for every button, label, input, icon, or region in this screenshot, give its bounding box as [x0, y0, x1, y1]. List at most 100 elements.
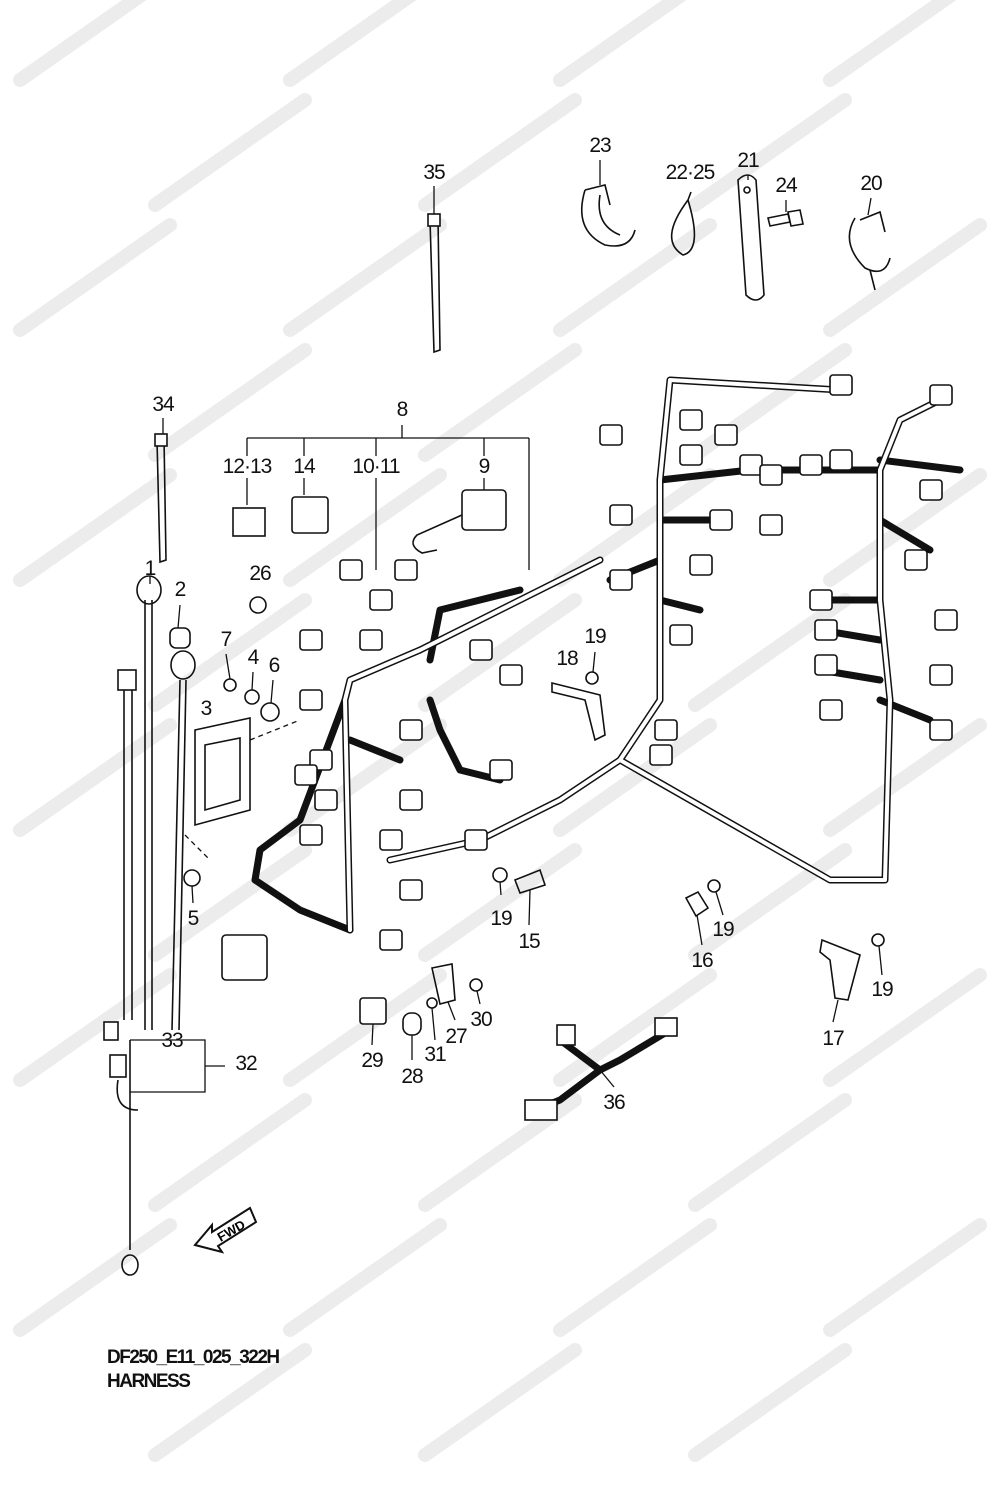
harness-connector — [399, 879, 423, 901]
bolt-19c — [707, 879, 721, 893]
callout-19-b: 19 — [490, 907, 512, 930]
bolt-30 — [469, 978, 483, 992]
harness-connector — [609, 504, 633, 526]
clip-22-25 — [670, 191, 696, 256]
harness-connector — [499, 664, 523, 686]
clamp-20 — [848, 210, 891, 291]
watermark-band — [13, 0, 147, 87]
harness-connector — [929, 719, 953, 741]
callout-19-a: 19 — [584, 625, 606, 648]
harness-connectors — [294, 374, 958, 951]
watermark-band — [148, 93, 312, 212]
watermark-band — [823, 468, 987, 587]
watermark-band — [823, 0, 957, 87]
callout-20: 20 — [860, 172, 882, 195]
bolt-19b — [492, 867, 508, 883]
harness-connector — [294, 764, 318, 786]
watermark-band — [283, 1218, 447, 1337]
clamp-16 — [684, 890, 710, 918]
watermark-band — [688, 93, 852, 212]
fuse-box-9 — [461, 489, 507, 531]
collar-4 — [244, 689, 260, 705]
harness-connector — [814, 654, 838, 676]
callout-36: 36 — [603, 1091, 625, 1114]
callout-16: 16 — [691, 949, 713, 972]
harness-connector — [929, 664, 953, 686]
fwd-arrow: FWD — [193, 1206, 258, 1254]
bolt-19a — [585, 671, 599, 685]
harness-connector — [379, 929, 403, 951]
harness-connector — [934, 609, 958, 631]
callout-19-c: 19 — [712, 918, 734, 941]
callout-15: 15 — [518, 930, 540, 953]
grommet-5 — [183, 869, 201, 887]
harness-connector — [394, 559, 418, 581]
cable-tie-34 — [154, 433, 168, 564]
ecm-bracket-3 — [184, 717, 301, 861]
washer-31 — [426, 997, 438, 1009]
main-coupler — [221, 934, 268, 981]
harness-connector — [679, 444, 703, 466]
watermark-band — [418, 1343, 582, 1462]
callout-28: 28 — [401, 1065, 423, 1088]
watermark-band — [283, 218, 447, 337]
callout-23: 23 — [589, 134, 611, 157]
callout-18: 18 — [556, 647, 578, 670]
fuse-box-loop — [412, 514, 463, 554]
watermark-band — [148, 343, 312, 462]
callout-27: 27 — [445, 1025, 467, 1048]
watermark-band — [418, 843, 582, 962]
harness-connector — [649, 744, 673, 766]
bolt-26 — [249, 596, 267, 614]
watermark-band — [418, 343, 582, 462]
harness-connector — [399, 789, 423, 811]
callout-1: 1 — [145, 557, 156, 580]
harness-connector — [829, 374, 853, 396]
harness-connector — [904, 549, 928, 571]
callout-24: 24 — [775, 174, 798, 197]
watermark-band — [283, 0, 417, 87]
callout-35: 35 — [423, 161, 445, 184]
clamp-23 — [581, 184, 636, 247]
harness-connector — [299, 629, 323, 651]
harness-connector — [369, 589, 393, 611]
harness-connector — [799, 454, 823, 476]
sub-harness-36 — [524, 1017, 678, 1121]
watermark-layer — [13, 0, 987, 1462]
callout-19-d: 19 — [871, 978, 893, 1001]
watermark-band — [688, 1093, 852, 1212]
bolt-7 — [223, 678, 237, 692]
callout-32: 32 — [235, 1052, 257, 1075]
callout-9: 9 — [479, 455, 490, 478]
callout-34: 34 — [152, 393, 175, 416]
harness-connector — [339, 559, 363, 581]
watermark-band — [13, 218, 177, 337]
diagram-title: HARNESS — [107, 1371, 191, 1392]
harness-connector — [609, 569, 633, 591]
watermark-band — [553, 468, 717, 587]
callout-33: 33 — [161, 1029, 183, 1052]
cap-29 — [359, 997, 387, 1025]
callout-labels: 35 23 22·25 21 24 20 34 8 12·13 14 10·11… — [145, 134, 894, 1114]
harness-connector — [599, 424, 623, 446]
watermark-band — [148, 1093, 312, 1212]
harness-connector — [809, 589, 833, 611]
watermark-band — [553, 718, 717, 837]
watermark-band — [553, 218, 717, 337]
harness-connector — [399, 719, 423, 741]
watermark-band — [823, 968, 987, 1087]
callout-6: 6 — [269, 654, 280, 677]
fuse-holder-32 — [103, 1021, 225, 1111]
callout-2: 2 — [175, 578, 186, 601]
watermark-band — [148, 843, 312, 962]
callout-bracket-8 — [246, 425, 530, 570]
callout-leaders — [149, 160, 883, 1088]
harness-connector — [299, 824, 323, 846]
cap-28 — [402, 1012, 422, 1036]
relay-12-13 — [232, 507, 266, 537]
watermark-band — [823, 1218, 987, 1337]
watermark-band — [553, 968, 717, 1087]
callout-21: 21 — [737, 149, 759, 172]
